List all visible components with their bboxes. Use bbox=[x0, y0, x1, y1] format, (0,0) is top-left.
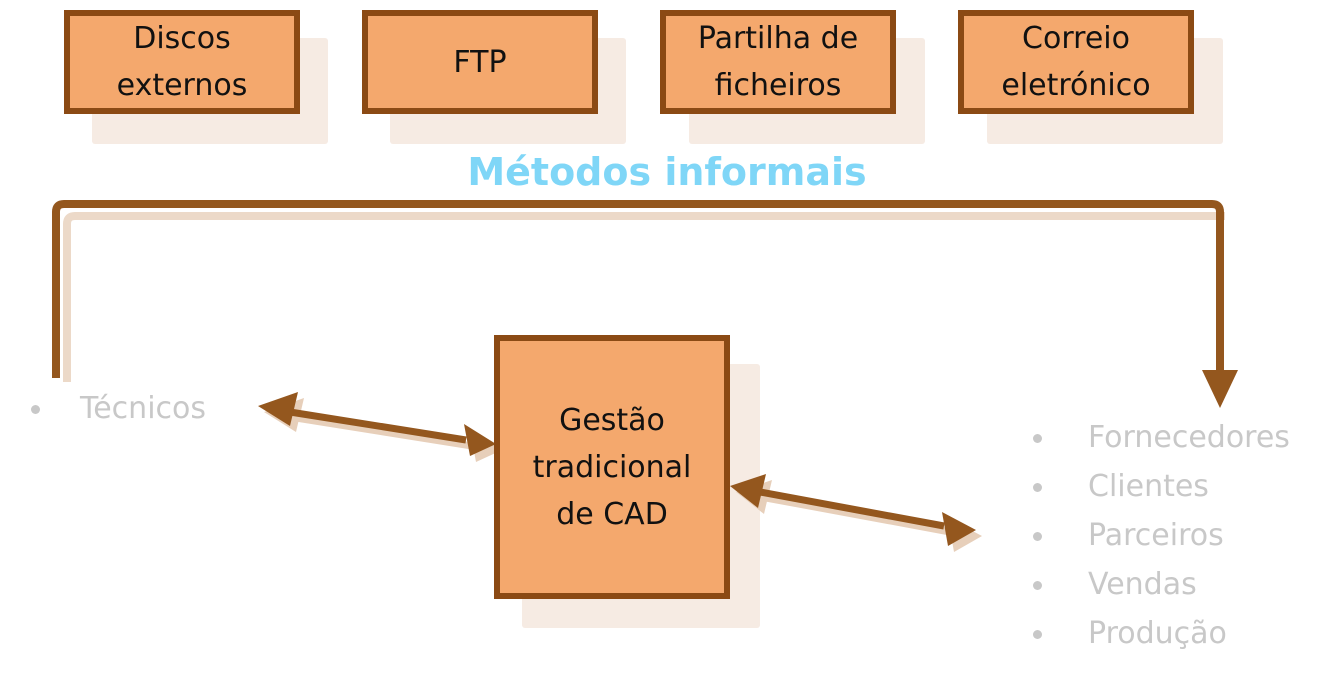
list-item-label: Clientes bbox=[1088, 469, 1209, 504]
method-label-line: FTP bbox=[453, 44, 507, 80]
technicians-list: Técnicos bbox=[31, 384, 280, 433]
center-label-line: Gestão bbox=[559, 402, 665, 438]
technicians-double-arrow bbox=[258, 392, 496, 456]
bullet-icon bbox=[1033, 532, 1042, 541]
method-box-file-sharing: Partilha de ficheiros bbox=[660, 10, 896, 114]
list-item: Vendas bbox=[1033, 560, 1328, 609]
list-item-label: Vendas bbox=[1088, 567, 1197, 602]
bracket-arrowhead bbox=[1202, 370, 1238, 408]
center-label-line: tradicional bbox=[532, 449, 692, 485]
method-label-line: Discos bbox=[133, 21, 231, 56]
method-box-email: Correio eletrónico bbox=[958, 10, 1194, 114]
method-label-line: Partilha de bbox=[697, 21, 859, 56]
bracket-shadow bbox=[63, 212, 1225, 382]
method-label-line: eletrónico bbox=[1001, 68, 1151, 103]
bullet-icon bbox=[1033, 630, 1042, 639]
informal-methods-bracket bbox=[52, 200, 1224, 378]
informal-methods-heading: Métodos informais bbox=[467, 150, 867, 194]
bullet-icon bbox=[1033, 483, 1042, 492]
method-box-ftp: FTP bbox=[362, 10, 598, 114]
list-item: Produção bbox=[1033, 609, 1328, 658]
stakeholders-list: Fornecedores Clientes Parceiros Vendas P… bbox=[1033, 413, 1328, 658]
center-label-line: de CAD bbox=[556, 496, 668, 532]
list-item: Clientes bbox=[1033, 462, 1328, 511]
method-box-external-disks: Discos externos bbox=[64, 10, 300, 114]
traditional-cad-box: Gestão tradicional de CAD bbox=[494, 335, 730, 599]
method-label-line: ficheiros bbox=[714, 68, 842, 103]
bullet-icon bbox=[1033, 581, 1042, 590]
bullet-icon bbox=[31, 405, 40, 414]
method-label-line: Correio bbox=[1022, 21, 1130, 56]
list-item: Técnicos bbox=[31, 384, 280, 433]
list-item-label: Parceiros bbox=[1088, 518, 1224, 553]
bullet-icon bbox=[1033, 434, 1042, 443]
list-item-label: Fornecedores bbox=[1088, 420, 1290, 455]
method-label-line: externos bbox=[116, 68, 248, 103]
list-item-label: Produção bbox=[1088, 616, 1227, 651]
list-item: Parceiros bbox=[1033, 511, 1328, 560]
list-item: Fornecedores bbox=[1033, 413, 1328, 462]
stakeholders-double-arrow bbox=[730, 474, 976, 546]
list-item-label: Técnicos bbox=[80, 391, 207, 426]
